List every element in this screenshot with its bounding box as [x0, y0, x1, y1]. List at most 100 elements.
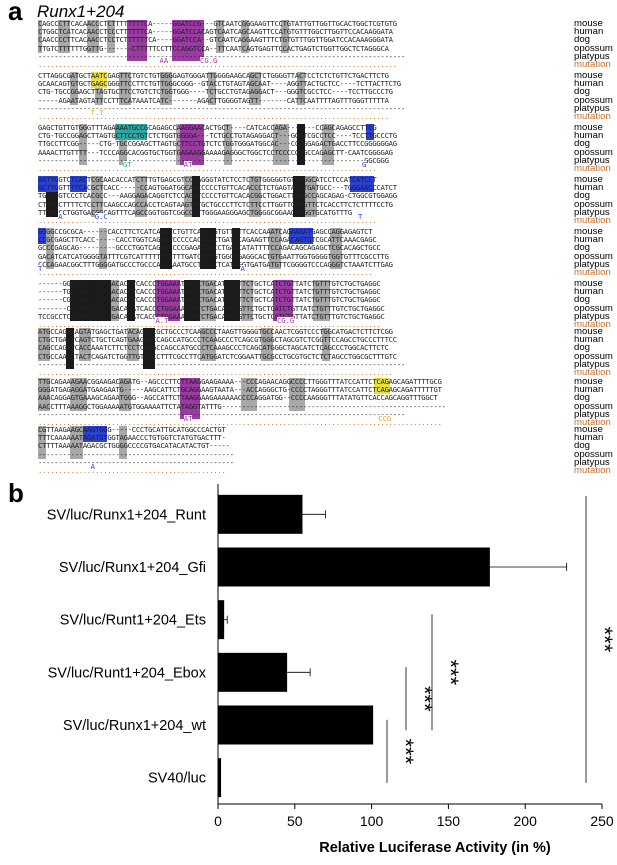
motif-highlight: [289, 236, 314, 245]
identical-shading: [183, 312, 200, 321]
conserved-shading: [240, 386, 257, 395]
species-label-mouse: mouse: [574, 226, 603, 237]
conserved-shading: [240, 288, 253, 297]
motif-highlight: [272, 288, 294, 297]
conserved-shading: [289, 378, 306, 387]
identical-shading: [232, 228, 241, 237]
conserved-shading: [240, 28, 249, 37]
conserved-shading: [119, 434, 128, 443]
species-label-platypus: platypus: [574, 408, 610, 420]
mutation-dots: ........................................…: [38, 465, 226, 475]
conserved-shading: [86, 36, 99, 45]
motif-highlight: [272, 312, 294, 321]
conserved-shading: [90, 208, 103, 217]
significance-stars: ***: [393, 738, 418, 764]
identical-shading: [183, 280, 200, 289]
motif-highlight: [179, 386, 200, 395]
motif-highlight: [171, 44, 205, 53]
alignment-row: ........................................…: [38, 316, 613, 329]
conserved-shading: [119, 426, 128, 435]
identical-shading: [297, 140, 306, 149]
x-tick-label: 100: [360, 813, 384, 829]
motif-highlight: [171, 20, 205, 29]
alignment-row: CGTTAAGAAGCAAGTGGG-----CCCTGCATTGCATGGCC…: [38, 425, 613, 435]
conserved-shading: [329, 236, 342, 245]
sequence-text: TTTTCCCTGGTGACGGCAGTTTCAGCCGGTGGTCGGCCCT…: [38, 207, 352, 217]
identical-shading: [70, 288, 111, 297]
motif-highlight: [90, 72, 107, 81]
mutation-dots: ........................................…: [38, 267, 373, 277]
alignment-row: -----AGAATAGTATTCCTTTCATAAATCATC-------A…: [38, 95, 613, 105]
species-label-dog: dog: [574, 294, 591, 306]
conserved-shading: [90, 192, 103, 201]
identical-shading: [70, 304, 111, 313]
conserved-shading: [321, 328, 330, 337]
conserved-shading: [38, 28, 43, 37]
species-label-mouse: mouse: [574, 174, 603, 185]
identical-shading: [232, 236, 241, 245]
conserved-shading: [70, 72, 79, 81]
alignment-row: TTGCCTTCGG-----CTG-TGCCGGAGCTTAGTGCTTCCT…: [38, 139, 613, 149]
conserved-shading: [38, 386, 51, 395]
identical-shading: [191, 192, 200, 201]
identical-shading: [293, 176, 306, 185]
motif-highlight: [114, 132, 148, 141]
alignment-row: ATGCCAGACAGTATGAGCTGATACAGCCCGCTGCCCTCAA…: [38, 327, 613, 337]
motif-highlight: [272, 296, 294, 305]
species-label-human: human: [574, 78, 604, 90]
sequence-text: ----------------------------------------…: [38, 103, 405, 113]
motif-highlight: [272, 280, 294, 289]
conserved-shading: [208, 80, 217, 89]
alignment-row: ------TGCTTGCCCCTGACACATCACCCTGGAAATGATC…: [38, 287, 613, 297]
conserved-shading: [38, 328, 51, 337]
sequence-text: GGGGCCGCGCA------CACCTTCTCATCACCTCTGTTCA…: [38, 227, 373, 236]
conserved-shading: [159, 88, 172, 97]
sequence-text: CTG-TGCCGGAGCTTAGTGCTTCCTGTCTCTGGTGGGGA-…: [38, 131, 397, 141]
species-label-mutation: mutation: [574, 266, 611, 278]
conserved-shading: [86, 28, 99, 37]
sequence-text: CAGCCCTTCACAACCCTCTTTTTTTTCA-----GGATCCG…: [38, 19, 397, 28]
x-tick-label: 0: [214, 813, 222, 829]
conserved-shading: [281, 20, 290, 29]
mutation-dots: ........................................…: [38, 215, 377, 225]
conserved-shading: [200, 312, 217, 321]
conserved-shading: [305, 184, 318, 193]
conserved-shading: [240, 36, 249, 45]
sequence-text: ------CGCTTGCCCCTGACACATCACCCTGGAAATGATC…: [38, 295, 381, 305]
conserved-shading: [240, 296, 253, 305]
conserved-shading: [90, 184, 103, 193]
identical-shading: [200, 236, 217, 245]
conserved-shading: [224, 140, 233, 149]
species-label-dog: dog: [574, 242, 591, 254]
sequence-text: -------CCCTTGCCCCTGACACATCACCCTGGAAATGAT…: [38, 303, 385, 313]
conserved-shading: [248, 96, 261, 105]
species-label-dog: dog: [574, 34, 591, 46]
conserved-shading: [313, 304, 330, 313]
species-label-opossum: opossum: [574, 448, 613, 460]
sequence-text: AAACAGGAGTGAAAGCAGAATGGG--AGCCATTCTTAAGG…: [38, 393, 438, 403]
conserved-shading: [70, 394, 87, 403]
identical-shading: [232, 244, 241, 253]
conserved-shading: [248, 80, 261, 89]
conserved-shading: [313, 280, 330, 289]
conserved-shading: [102, 288, 119, 297]
species-label-opossum: opossum: [574, 400, 613, 412]
conserved-shading: [127, 336, 140, 345]
conserved-shading: [268, 228, 281, 237]
conserved-shading: [119, 88, 132, 97]
alignment-row: CCGCGAGCTTCACC-----CACCTGGTCAGGATCCCCCAC…: [38, 235, 613, 245]
species-label-dog: dog: [574, 86, 591, 98]
identical-shading: [143, 360, 156, 369]
identical-shading: [183, 304, 200, 313]
conserved-shading: [119, 156, 128, 165]
conserved-shading: [135, 200, 148, 209]
motif-highlight: [38, 236, 47, 245]
conserved-shading: [119, 378, 132, 387]
conserved-shading: [200, 328, 217, 337]
conserved-shading: [98, 260, 107, 269]
motif-highlight: [179, 140, 205, 149]
conserved-shading: [70, 88, 79, 97]
motif-highlight: [366, 124, 375, 133]
alignment-block: CAGCCCTTCACAACCCTCTTTTTTTTCA-----GGATCCG…: [38, 19, 613, 69]
